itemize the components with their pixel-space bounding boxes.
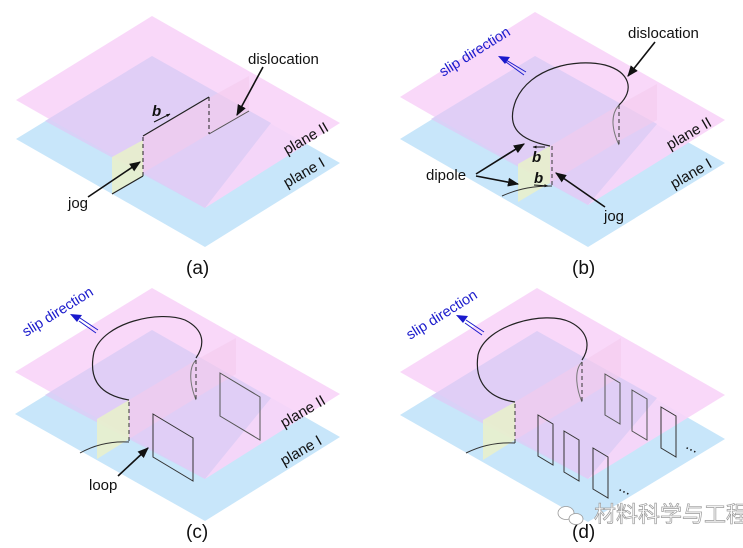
dislocation-label: dislocation xyxy=(628,25,699,42)
dislocation-curve-back xyxy=(576,361,583,403)
burgers-vector-arrow xyxy=(153,113,171,123)
dislocation-arrow xyxy=(236,66,264,116)
watermark-text: 材料科学与工程 xyxy=(594,503,743,528)
dislocation-curve-lower xyxy=(465,442,516,454)
jog-label: jog xyxy=(67,195,88,212)
prismatic-loop xyxy=(219,372,261,441)
prismatic-loop xyxy=(537,414,554,466)
burgers-vector-lower-label: b xyxy=(534,170,543,187)
caption-d: (d) xyxy=(572,522,595,543)
burgers-vector-upper-label: b xyxy=(532,149,541,166)
plane-overlap xyxy=(431,56,657,205)
dipole-arrow-lower xyxy=(475,175,520,187)
burgers-vector-lower-arrow xyxy=(533,184,549,188)
prismatic-loop xyxy=(152,413,194,482)
panel-c: slip direction loop plane II plane I (c) xyxy=(15,284,340,543)
prismatic-loop xyxy=(592,447,609,499)
dislocation-label: dislocation xyxy=(248,51,319,68)
prismatic-loop xyxy=(604,373,621,425)
jog-face xyxy=(97,400,129,459)
prismatic-loop xyxy=(660,406,677,458)
loop-label: loop xyxy=(89,477,117,494)
dislocation-curve-back xyxy=(612,104,620,146)
caption-a: (a) xyxy=(186,258,209,279)
dislocation-line-upper xyxy=(142,96,210,137)
step-face xyxy=(515,338,621,440)
panel-b: b b slip direction dislocation dipole jo… xyxy=(400,12,725,279)
jog-arrow xyxy=(555,172,606,208)
caption-b: (b) xyxy=(572,258,595,279)
loop-arrow xyxy=(117,447,149,477)
jog-arrow xyxy=(87,161,141,198)
dislocation-curve xyxy=(476,317,588,403)
jog-label: jog xyxy=(603,208,624,225)
step-face xyxy=(129,338,236,439)
prismatic-loop xyxy=(631,389,648,441)
burgers-vector-label: b xyxy=(152,103,161,120)
caption-c: (c) xyxy=(186,522,208,543)
slip-direction-arrow-icon xyxy=(456,315,485,336)
dislocation-curve-lower xyxy=(79,441,130,454)
wechat-icon xyxy=(557,506,584,525)
slip-direction-arrow-icon xyxy=(498,56,527,76)
slip-direction-arrow-icon xyxy=(70,314,99,334)
jog-face xyxy=(483,402,515,460)
step-face xyxy=(550,84,657,183)
prismatic-loop xyxy=(563,430,580,482)
dipole-arrow-upper xyxy=(475,143,525,175)
dislocation-curve xyxy=(511,62,629,147)
dislocation-curve-back xyxy=(190,359,197,401)
dislocation-line xyxy=(111,175,144,195)
dipole-label: dipole xyxy=(426,167,466,184)
dislocation-arrow xyxy=(627,41,656,77)
dislocation-curve xyxy=(92,316,203,401)
panel-a: b dislocation jog plane II plane I (a) xyxy=(16,16,340,279)
watermark: 材料科学与工程 xyxy=(557,503,743,528)
step-face xyxy=(143,76,249,173)
